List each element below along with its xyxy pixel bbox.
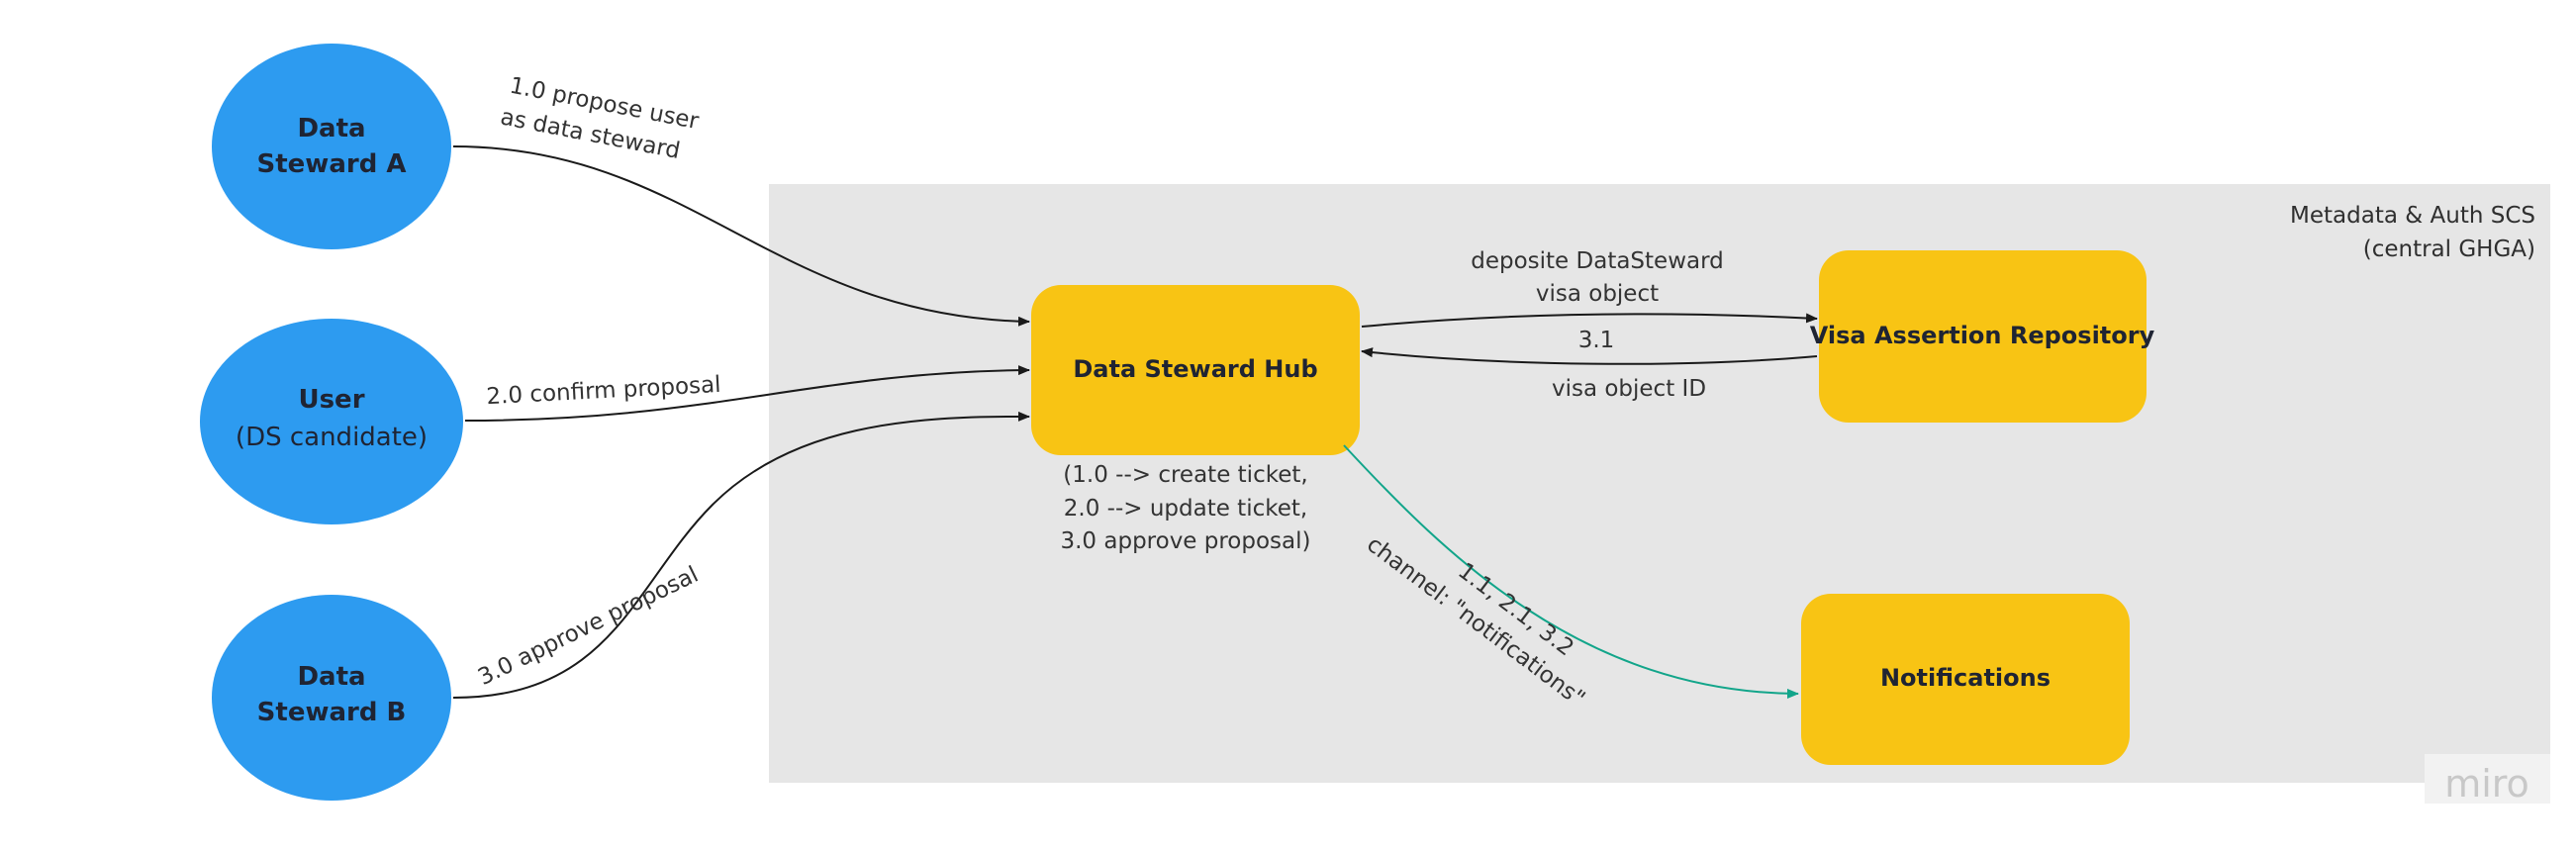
actor-data-steward-b <box>212 595 451 801</box>
edge-approve-label: 3.0 approve proposal <box>474 562 703 691</box>
hub-note-line1: (1.0 --> create ticket, <box>1063 462 1307 488</box>
service-notifications <box>1801 594 2130 765</box>
actor-data-steward-a <box>212 44 451 249</box>
actor-user <box>200 319 463 524</box>
service-visa-assertion-repository-label: Visa Assertion Repository <box>1810 322 2155 349</box>
actor-user-label-line1: User <box>298 385 364 415</box>
hub-note-line3: 3.0 approve proposal) <box>1060 528 1310 554</box>
edge-confirm-label: 2.0 confirm proposal <box>486 372 721 410</box>
edge-deposit-label-line1: deposite DataSteward <box>1471 248 1724 274</box>
edge-propose-arrow <box>452 145 1030 327</box>
edge-notifications-arrow <box>1343 444 1799 699</box>
hub-note-line2: 2.0 --> update ticket, <box>1064 496 1307 522</box>
actor-data-steward-a-label-line1: Data <box>297 114 365 143</box>
service-data-steward-hub <box>1031 285 1360 455</box>
edge-visa-id-arrow <box>1361 347 1818 365</box>
edge-deposit-arrow <box>1361 313 1818 328</box>
scs-boundary <box>769 184 2550 783</box>
watermark-backdrop <box>2425 754 2550 804</box>
edge-step-3-1-label: 3.1 <box>1578 328 1615 353</box>
boundary-title-line1: Metadata & Auth SCS <box>2290 203 2535 229</box>
edge-approve-arrow <box>452 411 1030 699</box>
service-notifications-label: Notifications <box>1880 664 2051 692</box>
edge-visa-id-label: visa object ID <box>1552 376 1706 402</box>
actor-data-steward-a-label-line2: Steward A <box>257 149 407 179</box>
actor-user-label-line2: (DS candidate) <box>236 423 428 452</box>
actor-data-steward-b-label-line2: Steward B <box>257 698 407 727</box>
edge-confirm-arrow <box>464 365 1030 422</box>
edge-deposit-label-line2: visa object <box>1536 281 1659 307</box>
service-visa-assertion-repository <box>1819 250 2147 423</box>
boundary-title-line2: (central GHGA) <box>2363 237 2535 262</box>
service-data-steward-hub-label: Data Steward Hub <box>1073 355 1317 383</box>
miro-watermark: miro <box>2444 762 2529 806</box>
actor-data-steward-b-label-line1: Data <box>297 662 365 692</box>
